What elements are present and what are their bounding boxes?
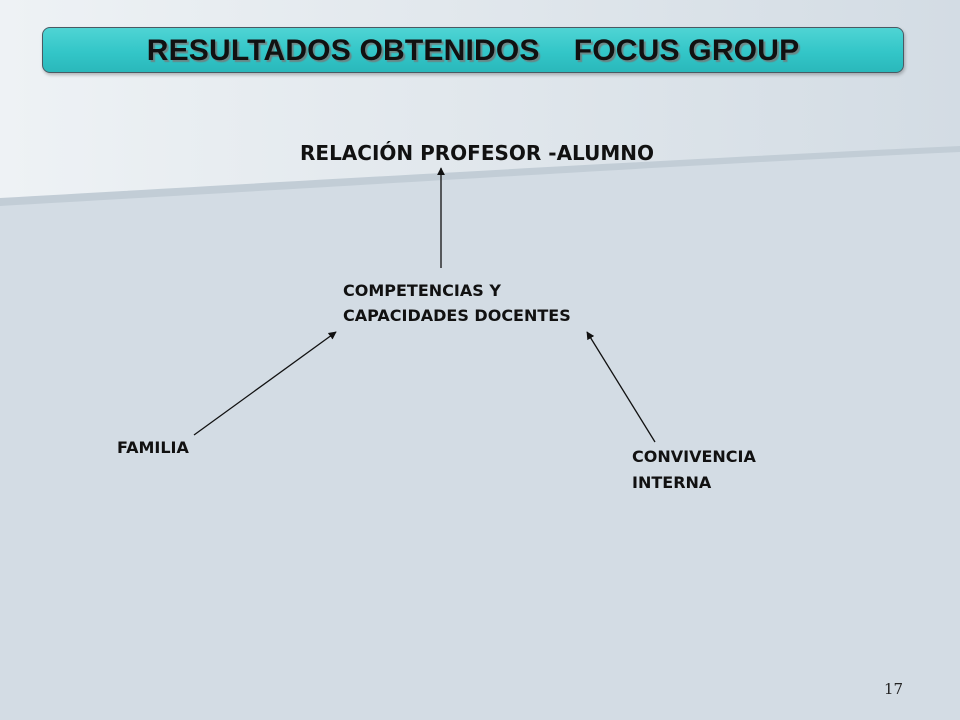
node-competencias-capacidades: COMPETENCIAS Y CAPACIDADES DOCENTES <box>343 278 571 328</box>
node-right-line-2: INTERNA <box>632 473 712 492</box>
slide-title: RESULTADOS OBTENIDOS FOCUS GROUP <box>146 34 800 67</box>
title-banner: RESULTADOS OBTENIDOS FOCUS GROUP <box>42 27 904 73</box>
node-right-line-1: CONVIVENCIA <box>632 447 756 466</box>
node-center-line-1: COMPETENCIAS Y <box>343 281 501 300</box>
node-center-line-2: CAPACIDADES DOCENTES <box>343 306 571 325</box>
node-relacion-profesor-alumno: RELACIÓN PROFESOR -ALUMNO <box>300 141 654 165</box>
page-number: 17 <box>884 680 904 698</box>
arrow-right-to-center <box>586 331 656 443</box>
node-convivencia-interna: CONVIVENCIA INTERNA <box>632 444 756 496</box>
arrow-left-to-center <box>193 331 337 436</box>
node-familia: FAMILIA <box>117 438 189 457</box>
